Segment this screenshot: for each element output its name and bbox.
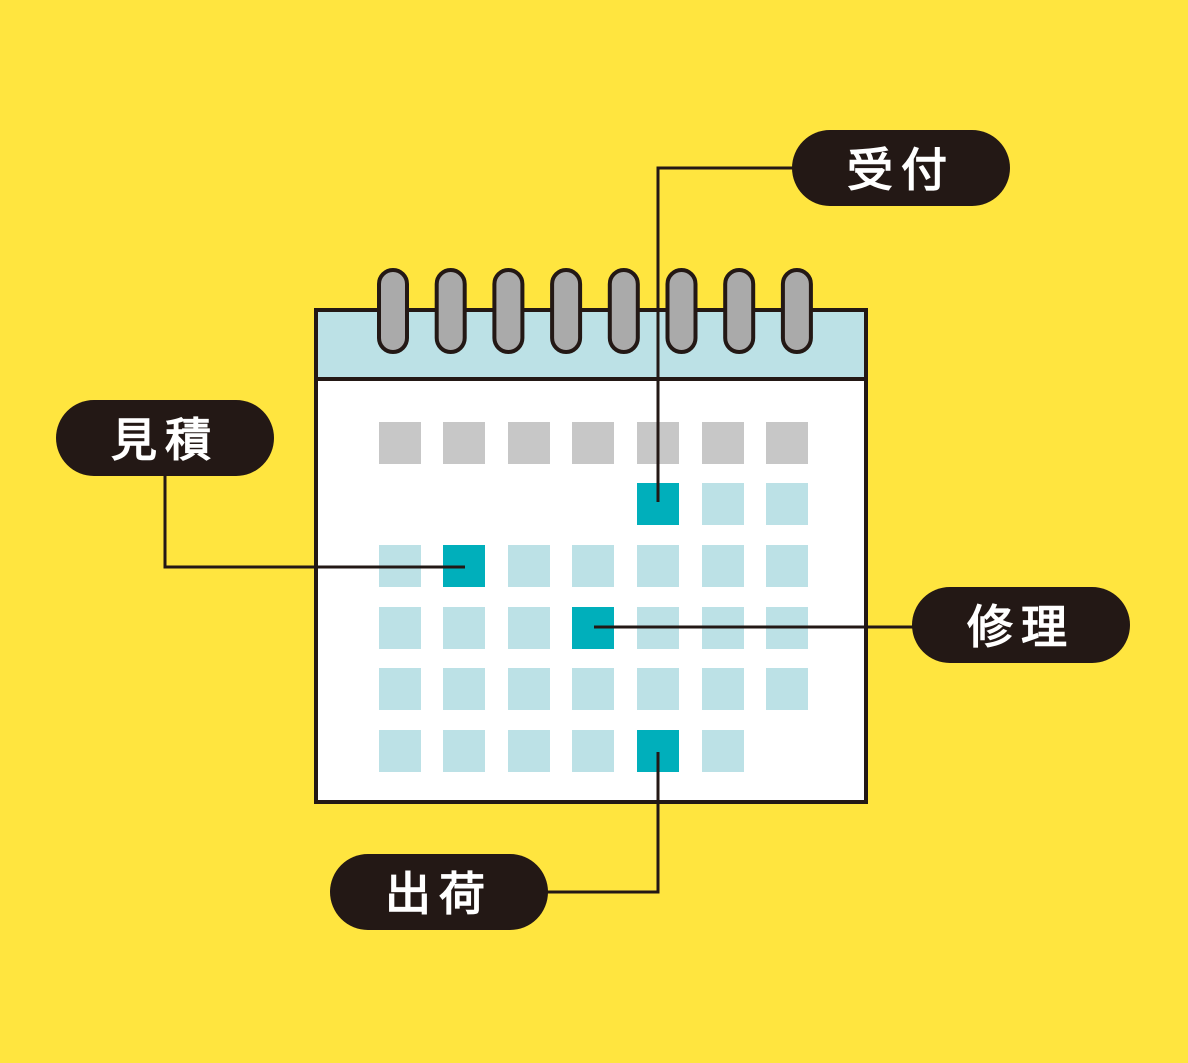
day-cell [379, 668, 421, 710]
day-cell [572, 545, 614, 587]
day-cell [443, 668, 485, 710]
binder-ring-icon [434, 268, 467, 354]
weekday-header-cell [766, 422, 808, 464]
label-mitsumori: 見積 [56, 400, 274, 476]
day-cell [443, 607, 485, 649]
connector-shukka [545, 752, 660, 894]
binder-ring-icon [550, 268, 583, 354]
binder-ring-icon [665, 268, 698, 354]
day-cell [702, 730, 744, 772]
connector-lines [163, 166, 914, 894]
day-cell [443, 730, 485, 772]
day-cell [637, 668, 679, 710]
day-cell [508, 668, 550, 710]
day-cell [379, 607, 421, 649]
weekday-header-cell [508, 422, 550, 464]
connector-mitsumori [163, 475, 465, 569]
label-shuri-text: 修理 [967, 600, 1075, 654]
day-cell [766, 545, 808, 587]
label-uketsuke-text: 受付 [847, 143, 955, 197]
label-mitsumori-text: 見積 [111, 413, 219, 467]
binder-ring-icon [492, 268, 525, 354]
weekday-header-cell [572, 422, 614, 464]
label-shukka-text: 出荷 [385, 867, 493, 921]
day-cell [379, 730, 421, 772]
binder-ring-icon [723, 268, 756, 354]
day-cell [766, 668, 808, 710]
connector-uketsuke [656, 166, 795, 502]
binder-rings [377, 268, 813, 354]
weekday-header-cell [443, 422, 485, 464]
weekday-header-cell [379, 422, 421, 464]
day-cell [572, 730, 614, 772]
weekday-header-cell [702, 422, 744, 464]
day-cell [702, 483, 744, 525]
day-cell [508, 730, 550, 772]
day-cell [637, 545, 679, 587]
binder-ring-icon [780, 268, 813, 354]
day-cell [702, 545, 744, 587]
label-uketsuke: 受付 [792, 130, 1010, 206]
day-cell [766, 483, 808, 525]
label-shuri: 修理 [912, 587, 1130, 663]
day-cell [508, 607, 550, 649]
binder-ring-icon [377, 268, 409, 354]
day-cell [508, 545, 550, 587]
day-cell [702, 668, 744, 710]
binder-ring-icon [607, 268, 640, 354]
label-shukka: 出荷 [330, 854, 548, 930]
day-cell [572, 668, 614, 710]
